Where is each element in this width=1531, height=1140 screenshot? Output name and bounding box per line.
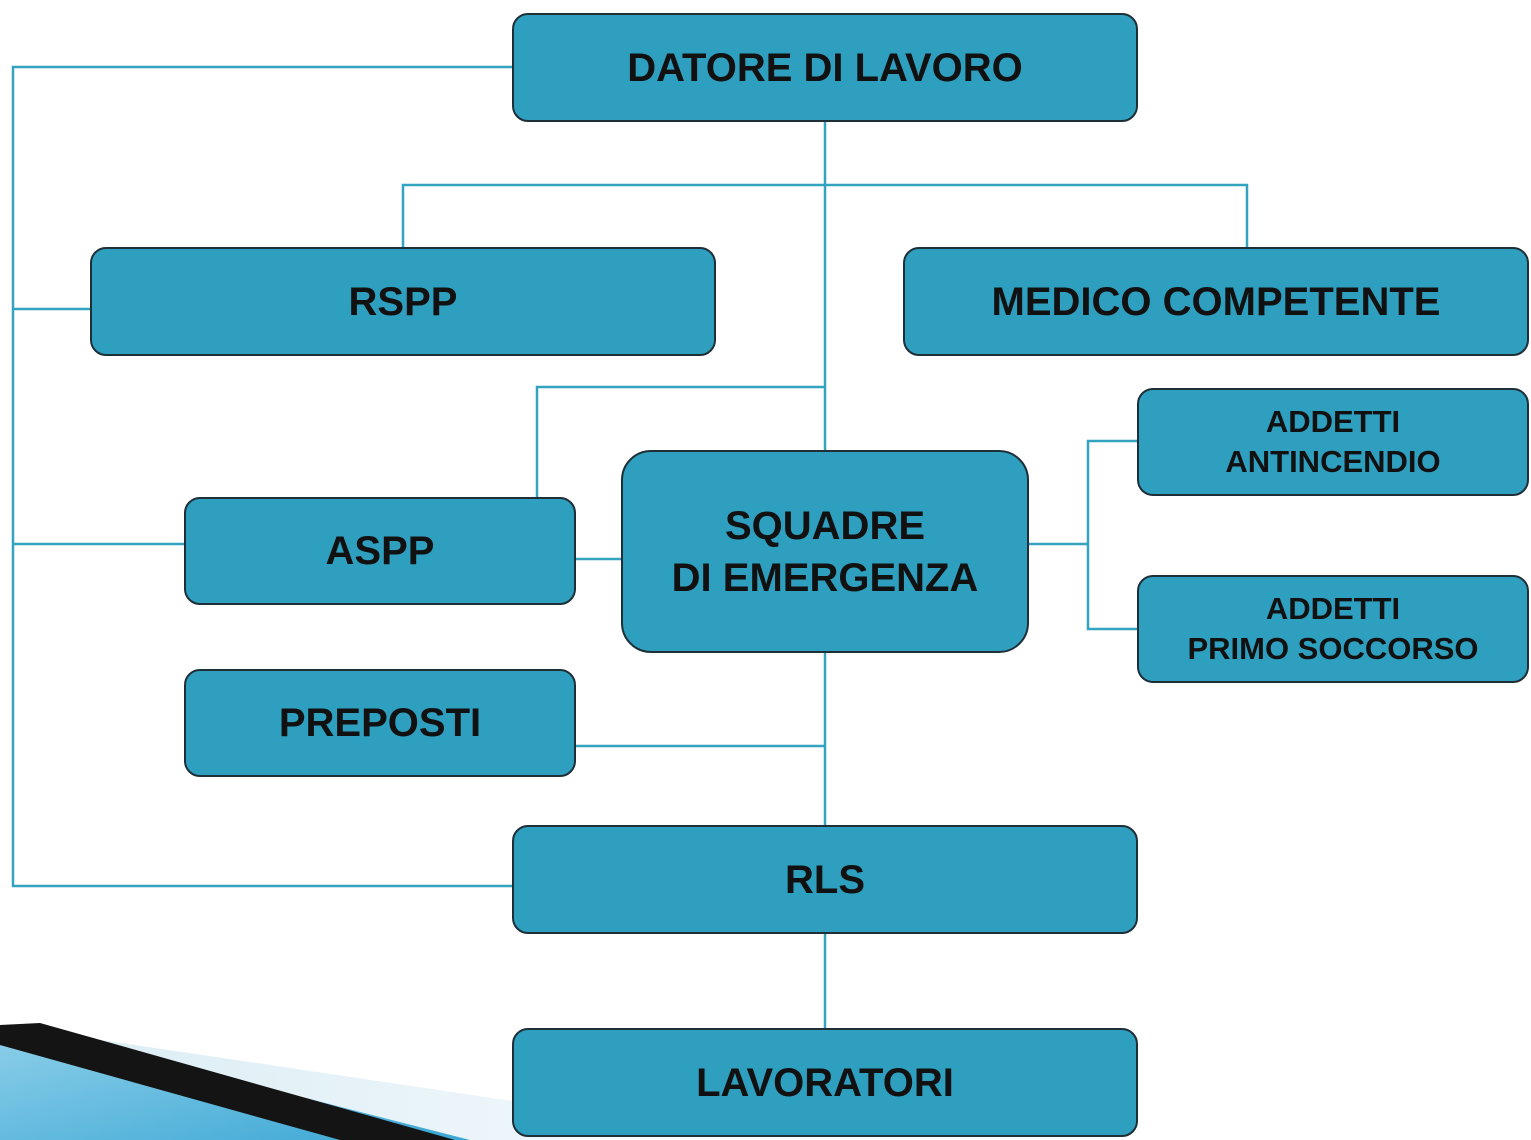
node-rls: RLS (512, 825, 1138, 934)
connector-addetti-bracket (1086, 439, 1137, 631)
node-addetti-primo-soccorso: ADDETTI PRIMO SOCCORSO (1137, 575, 1529, 683)
connector-datore-left-bus (11, 65, 512, 888)
node-preposti: PREPOSTI (184, 669, 576, 777)
node-rspp: RSPP (90, 247, 716, 356)
node-addetti-antincendio: ADDETTI ANTINCENDIO (1137, 388, 1529, 496)
connector-rspp-medico (401, 183, 1249, 247)
node-lavoratori: LAVORATORI (512, 1028, 1138, 1137)
connector-spine-aspp (535, 385, 825, 497)
node-datore-di-lavoro: DATORE DI LAVORO (512, 13, 1138, 122)
node-squadre-di-emergenza: SQUADRE DI EMERGENZA (621, 450, 1029, 653)
node-medico-competente: MEDICO COMPETENTE (903, 247, 1529, 356)
node-aspp: ASPP (184, 497, 576, 605)
